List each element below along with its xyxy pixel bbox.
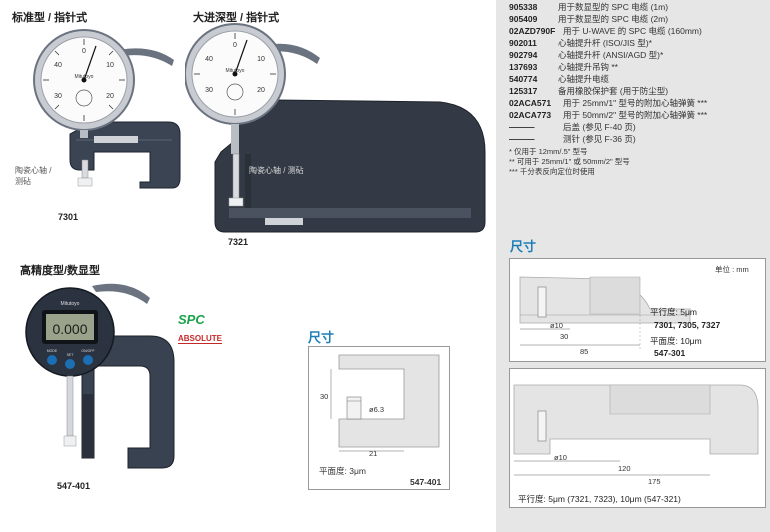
dim-175-bottom: 175 [648, 477, 661, 486]
svg-text:SET: SET [67, 353, 75, 357]
dim-120-bottom: 120 [618, 464, 631, 473]
svg-text:0: 0 [82, 48, 86, 55]
footnote-1: * 仅用于 12mm/.5" 型号 [509, 147, 588, 156]
svg-text:MODE: MODE [47, 349, 58, 353]
svg-text:10: 10 [106, 62, 114, 69]
ceramic-note-7301-line2: 测砧 [15, 177, 31, 186]
section-title-digital: 高精度型/数显型 [20, 265, 101, 277]
model-label-547-401: 547-401 [57, 481, 91, 491]
svg-text:20: 20 [106, 93, 114, 100]
model-label-dim-547-401: 547-401 [410, 477, 442, 487]
models-top: 7301, 7305, 7327 [654, 320, 721, 330]
section-title-dial-standard: 标准型 / 指针式 [12, 12, 88, 24]
svg-text:0.000: 0.000 [52, 321, 87, 337]
footnote-3: *** 千分表反向定位时使用 [509, 167, 595, 176]
model-label-7321: 7321 [228, 237, 249, 247]
dim-drawing-547-401-svg [330, 354, 440, 452]
svg-text:10: 10 [257, 56, 265, 63]
ceramic-note-7321: 陶瓷心轴 / 测砧 [249, 166, 304, 175]
footnote-2: ** 可用于 25mm/1" 或 50mm/2" 型号 [509, 157, 630, 166]
dimension-drawing-bottom: ø10 120 175 平行度: 5μm (7321, 7323), 10μm … [509, 368, 766, 508]
absolute-logo: ABSOLUTE [178, 334, 222, 344]
dimension-drawing-547-401: 30 ø6.3 21 平面度: 3μm 547-401 [308, 346, 450, 490]
accessory-row: ———测针 (参见 F-36 页) [509, 134, 636, 144]
svg-text:30: 30 [205, 87, 213, 94]
accessory-row: ———后盖 (参见 F-40 页) [509, 122, 636, 132]
model-547-301: 547-301 [654, 348, 686, 358]
dim-drawing-bottom-svg [513, 384, 759, 476]
dim-phi-top: ø10 [550, 321, 563, 330]
dim-drawing-top-svg [519, 276, 691, 349]
dial-gauge-7301-image: 0 10 20 30 40 Mitutoyo [33, 29, 181, 189]
dim-30-top: 30 [560, 332, 569, 341]
ceramic-note-7301-line1: 陶瓷心轴 / [15, 166, 52, 175]
spc-logo: SPC [178, 312, 205, 327]
flatness-label-547-401: 平面度: 3μm [319, 466, 366, 476]
dimensions-title-left: 尺寸 [308, 330, 335, 345]
parallelism-top: 平行度: 5μm [650, 307, 697, 317]
svg-text:Mitutoyo: Mitutoyo [61, 301, 80, 307]
svg-text:0: 0 [233, 42, 237, 49]
dim-85-top: 85 [580, 347, 589, 356]
dim-phi-label: ø6.3 [369, 405, 385, 414]
svg-text:40: 40 [205, 56, 213, 63]
dim-21-label: 21 [369, 449, 378, 458]
svg-text:40: 40 [54, 62, 62, 69]
dimension-drawing-top: 单位 : mm ø10 30 85 平行度: 5μm 7301, 7305, 7… [509, 258, 766, 362]
svg-text:Mitutoyo: Mitutoyo [226, 68, 245, 74]
parallelism-bottom: 平行度: 5μm (7321, 7323), 10μm (547-321) [518, 494, 681, 504]
svg-text:Mitutoyo: Mitutoyo [75, 74, 94, 80]
dial-gauge-7321-image: 0 10 20 30 40 Mitutoyo [185, 23, 486, 233]
digital-gauge-547-401-image: 0.000 Mitutoyo MODE SET ON/OFF [25, 283, 175, 469]
flatness-top: 平面度: 10μm [650, 336, 702, 346]
dim-30-label: 30 [320, 392, 329, 401]
unit-label: 单位 : mm [715, 265, 749, 274]
model-label-7301: 7301 [58, 212, 79, 222]
svg-text:20: 20 [257, 87, 265, 94]
dim-phi-bottom: ø10 [554, 453, 567, 462]
section-title-dial-deep: 大进深型 / 指针式 [193, 12, 280, 24]
dimensions-title-right: 尺寸 [510, 239, 537, 254]
svg-text:ON/OFF: ON/OFF [81, 349, 94, 353]
svg-text:30: 30 [54, 93, 62, 100]
